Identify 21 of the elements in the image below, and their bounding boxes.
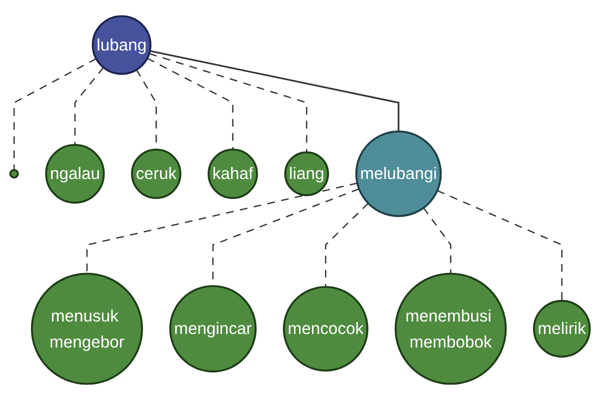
connector: [74, 67, 104, 145]
node-circle: ngalau: [45, 144, 105, 204]
connector: [150, 50, 400, 132]
connector: [86, 182, 358, 274]
connector: [13, 58, 96, 170]
node-circle: menusuk mengebor: [30, 272, 144, 385]
node-circle: liang: [284, 151, 330, 196]
connector: [423, 207, 452, 274]
node-circle: lubang: [92, 15, 152, 75]
connector: [146, 58, 234, 150]
node-circle: menembusi membobok: [394, 272, 507, 385]
node-circle: melubangi: [355, 130, 442, 217]
connector: [437, 190, 562, 301]
connector: [148, 52, 308, 152]
node-circle: [9, 168, 19, 179]
node-circle: melirik: [533, 300, 591, 358]
node-circle: mencocok: [282, 286, 368, 372]
node-circle: ceruk: [131, 148, 182, 199]
node-circle: mengincar: [169, 285, 257, 372]
connector: [325, 202, 369, 287]
node-circle: kahaf: [208, 148, 258, 199]
